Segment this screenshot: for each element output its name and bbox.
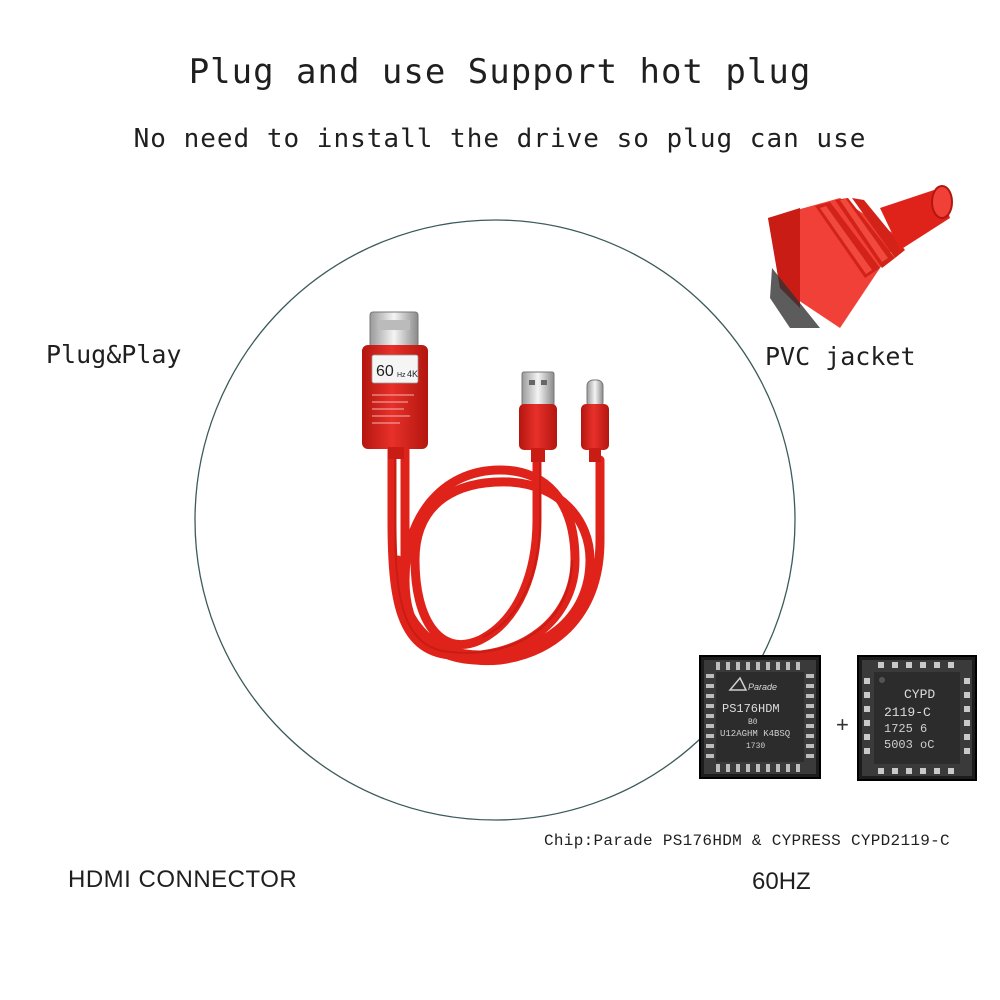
plus-sign: + bbox=[836, 712, 849, 737]
frequency-label: 60HZ bbox=[752, 868, 811, 895]
cypress-line4: 5003 oC bbox=[884, 738, 934, 752]
cypress-chip-image: CYPD 2119-C 1725 6 5003 oC bbox=[857, 655, 977, 781]
cable-loops bbox=[387, 440, 605, 666]
parade-model: PS176HDM bbox=[722, 702, 780, 716]
parade-brand: Parade bbox=[748, 682, 777, 692]
parade-line1: B0 bbox=[748, 718, 758, 727]
adapter-screen-hz: Hz bbox=[397, 372, 406, 379]
usb-c-plug bbox=[581, 379, 609, 462]
hdmi-connector-label: HDMI CONNECTOR bbox=[68, 866, 298, 893]
cypress-line3: 1725 6 bbox=[884, 722, 927, 736]
cypress-line2: 2119-C bbox=[884, 705, 931, 720]
plug-play-label: Plug&Play bbox=[46, 340, 182, 369]
adapter-screen-60: 60 bbox=[376, 363, 394, 380]
parade-chip-image: Parade PS176HDM B0 U12AGHM K4BSQ 1730 bbox=[699, 655, 821, 779]
usb-a-plug bbox=[519, 371, 557, 462]
parade-line3: 1730 bbox=[746, 742, 765, 751]
cypress-line1: CYPD bbox=[904, 687, 935, 702]
adapter-screen-4k: 4K bbox=[407, 369, 418, 379]
parade-line2: U12AGHM K4BSQ bbox=[720, 729, 790, 739]
cable-loops-shade bbox=[394, 445, 573, 654]
headline: Plug and use Support hot plug bbox=[188, 52, 812, 92]
subheadline: No need to install the drive so plug can… bbox=[133, 124, 867, 154]
pvc-jacket-label: PVC jacket bbox=[765, 342, 916, 371]
pvc-jacket-closeup bbox=[768, 185, 953, 328]
chip-caption: Chip:Parade PS176HDM & CYPRESS CYPD2119-… bbox=[544, 832, 950, 850]
hdmi-plug: 60 Hz 4K bbox=[362, 311, 428, 459]
